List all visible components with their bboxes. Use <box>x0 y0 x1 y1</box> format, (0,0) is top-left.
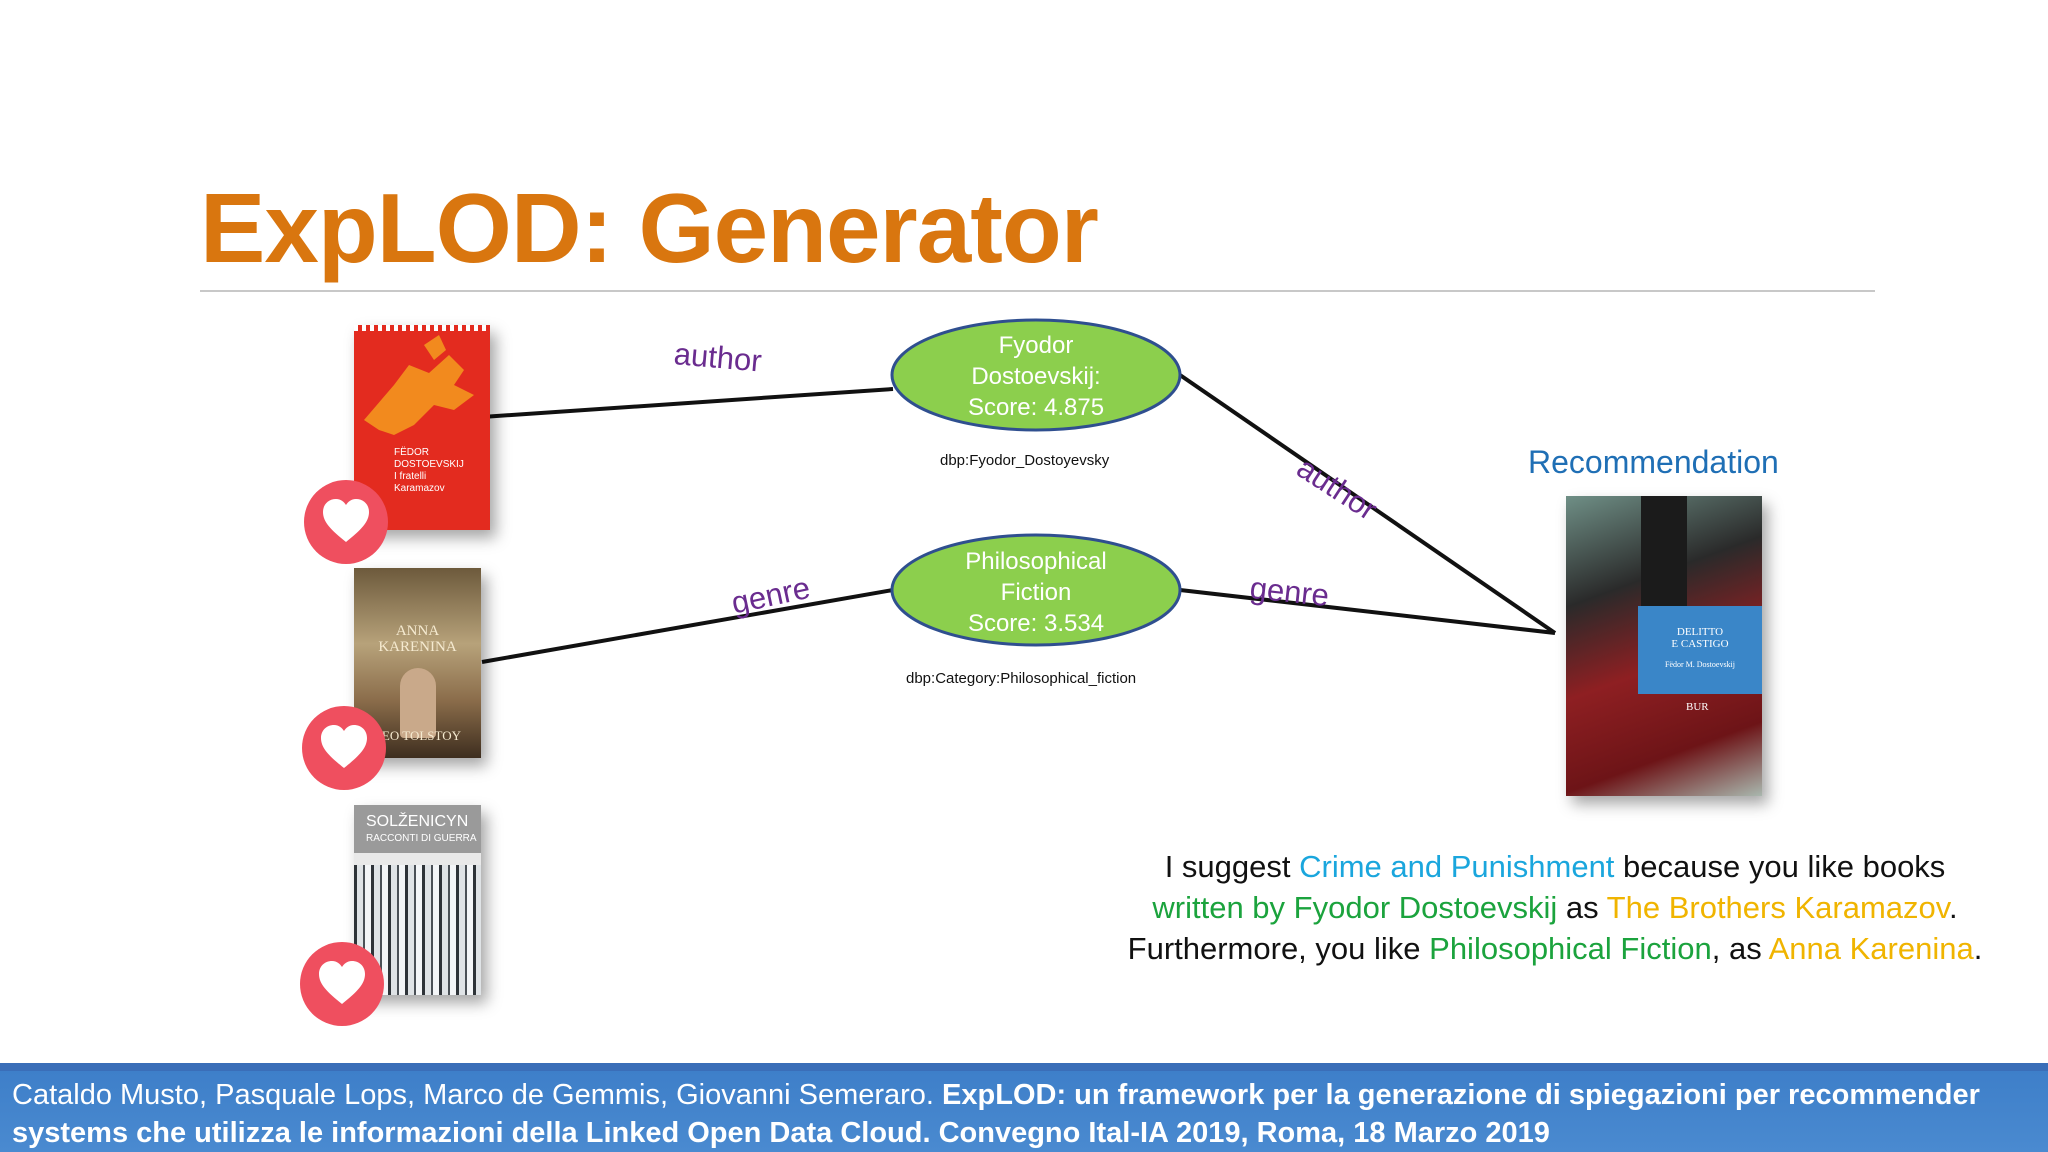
cover-author: SOLŽENICYN <box>366 813 469 830</box>
footer-reference: ExpLOD: un framework per la generazione … <box>12 1079 1980 1149</box>
cover-label-box: DELITTO E CASTIGO Fëdor M. Dostoevskij <box>1638 606 1762 694</box>
slide-title: ExpLOD: Generator <box>200 173 1099 283</box>
genre-property: Philosophical Fiction <box>1429 931 1712 966</box>
footer-citation: Cataldo Musto, Pasquale Lops, Marco de G… <box>0 1063 2048 1152</box>
text-span: , as <box>1711 931 1769 966</box>
cover-text-line: Karamazov <box>394 483 445 494</box>
genre-node-label: Philosophical Fiction Score: 3.534 <box>892 546 1180 639</box>
genre-node-line2: Fiction <box>1000 579 1072 606</box>
cover-text-line: DELITTO <box>1676 626 1724 638</box>
author-property: written by Fyodor Dostoevskij <box>1152 890 1558 925</box>
text-span: I suggest <box>1164 849 1300 884</box>
footer-authors: Cataldo Musto, Pasquale Lops, Marco de G… <box>12 1079 943 1111</box>
genre-node-score: Score: 3.534 <box>967 610 1105 637</box>
title-divider <box>200 290 1875 292</box>
cover-text-line: KARENINA <box>378 639 457 655</box>
heart-icon <box>321 725 367 768</box>
like-button-1[interactable] <box>304 480 388 564</box>
figure-silhouette <box>1641 496 1687 626</box>
recommended-book-crime-and-punishment: DELITTO E CASTIGO Fëdor M. Dostoevskij B… <box>1566 496 1762 796</box>
explanation-line-1: I suggest Crime and Punishment because y… <box>1080 846 2030 887</box>
cover-text-line: FËDOR <box>394 447 429 458</box>
author-node-label: Fyodor Dostoevskij: Score: 4.875 <box>892 330 1180 423</box>
heart-icon <box>319 961 365 1004</box>
author-node-line1: Fyodor <box>998 332 1074 359</box>
edge-line-genre-rec <box>1179 588 1556 635</box>
liked-title: Anna Karenina <box>1768 931 1974 966</box>
edge-line-author-rec <box>1178 373 1557 635</box>
figure-illustration <box>400 668 436 738</box>
explanation-line-3: Furthermore, you like Philosophical Fict… <box>1080 928 2030 969</box>
text-span: . <box>1973 931 1983 966</box>
text-span: as <box>1557 890 1607 925</box>
author-node <box>890 318 1182 432</box>
text-span: . <box>1948 890 1958 925</box>
liked-title: The Brothers Karamazov <box>1606 890 1949 925</box>
like-button-2[interactable] <box>302 706 386 790</box>
cover-title: RACCONTI DI GUERRA <box>366 833 477 844</box>
recommended-title: Crime and Punishment <box>1299 849 1615 884</box>
cover-text-line: ANNA <box>395 623 440 639</box>
liked-book-anna-karenina: ANNA KARENINA LEO TOLSTOY <box>354 568 481 758</box>
liked-book-brothers-karamazov: FËDOR DOSTOEVSKIJ I fratelli Karamazov <box>354 325 490 530</box>
cover-text-line: DOSTOEVSKIJ <box>394 459 464 470</box>
cover-author: Fëdor M. Dostoevskij <box>1665 660 1735 669</box>
author-node-line2: Dostoevskij: <box>971 363 1101 390</box>
cover-border <box>354 325 490 331</box>
heart-icon <box>323 499 369 542</box>
author-node-uri: dbp:Fyodor_Dostoyevsky <box>940 452 1110 469</box>
genre-node-uri: dbp:Category:Philosophical_fiction <box>906 670 1137 687</box>
text-span: Furthermore, you like <box>1127 931 1430 966</box>
author-node-score: Score: 4.875 <box>967 394 1105 421</box>
cover-publisher: BUR <box>1686 701 1709 713</box>
genre-node-line1: Philosophical <box>965 548 1107 575</box>
cover-text-line: E CASTIGO <box>1671 638 1729 650</box>
edge-line-book2-genre <box>481 588 894 664</box>
like-button-3[interactable] <box>300 942 384 1026</box>
edge-label-left-author: author <box>672 336 764 379</box>
recommendation-label: Recommendation <box>1528 444 1779 480</box>
genre-node <box>890 533 1182 647</box>
cover-title: ANNA KARENINA <box>354 623 481 655</box>
cover-text-line: I fratelli <box>394 471 427 482</box>
explanation-text: I suggest Crime and Punishment because y… <box>1080 846 2030 969</box>
horseman-illustration <box>364 335 474 435</box>
cover-author: LEO TOLSTOY <box>373 728 462 743</box>
cover-header <box>354 805 481 853</box>
cover-text: FËDOR DOSTOEVSKIJ I fratelli Karamazov <box>394 447 464 495</box>
edge-line-book1-author <box>481 387 894 419</box>
text-span: because you like books <box>1614 849 1946 884</box>
liked-book-racconti-di-guerra: SOLŽENICYN RACCONTI DI GUERRA <box>354 805 481 995</box>
explanation-line-2: written by Fyodor Dostoevskij as The Bro… <box>1080 887 2030 928</box>
